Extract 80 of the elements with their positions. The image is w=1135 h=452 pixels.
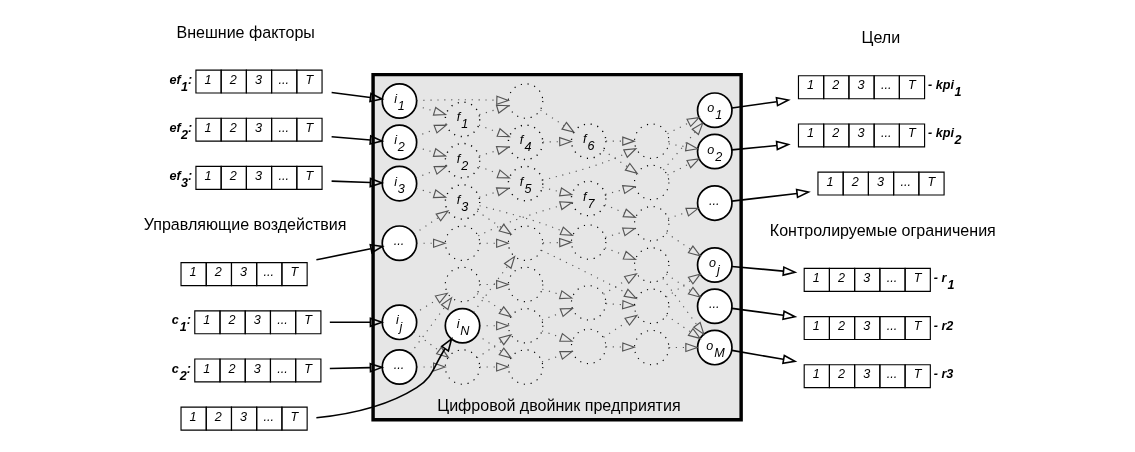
- arrow: [328, 362, 384, 373]
- arrow: [476, 293, 512, 318]
- node-circle: ...: [696, 185, 733, 222]
- node-circle: ...: [380, 225, 417, 262]
- arrow: [541, 136, 573, 147]
- arrow: [412, 331, 450, 359]
- arrow: [603, 204, 637, 219]
- arrow: [665, 232, 702, 257]
- arrow: [730, 349, 797, 365]
- arrow: [478, 362, 510, 372]
- arrow: [478, 145, 510, 157]
- arrow: [661, 278, 705, 336]
- node-circle: [570, 285, 606, 321]
- node-circle: [507, 349, 543, 385]
- arrow: [540, 350, 574, 363]
- node-circle: [444, 349, 480, 385]
- node-circle: [633, 123, 669, 159]
- node-label: - r3: [933, 367, 953, 382]
- arrow: [730, 265, 797, 277]
- arrow: [539, 109, 575, 134]
- arrow: [478, 104, 510, 116]
- arrow: [477, 165, 511, 179]
- node-circle: [633, 164, 669, 201]
- node-circle: [633, 288, 669, 325]
- node-circle: ...: [380, 348, 417, 386]
- node-circle: [633, 329, 669, 366]
- arrow: [604, 247, 637, 260]
- arrow: [667, 207, 700, 220]
- arrow: [540, 307, 574, 321]
- arrow: [414, 165, 448, 179]
- arrow: [604, 227, 636, 238]
- arrow: [415, 146, 447, 157]
- arrow: [413, 292, 449, 315]
- arrow: [472, 255, 516, 313]
- arrow: [330, 91, 384, 103]
- node-circle: [444, 266, 480, 303]
- arrow: [730, 96, 791, 109]
- node-circle: [507, 266, 543, 303]
- arrow: [541, 288, 573, 300]
- arrow: [662, 121, 704, 171]
- arrow: [415, 105, 447, 116]
- node-circle: ...: [696, 288, 733, 325]
- node-circle: [633, 205, 669, 242]
- label: Управляющие воздействия: [143, 215, 346, 234]
- arrow: [541, 186, 573, 197]
- arrow: [604, 185, 636, 195]
- arrow: [409, 296, 453, 354]
- node-label: - r2: [933, 319, 953, 334]
- label: Внешние факторы: [175, 22, 315, 41]
- node-circle: [507, 307, 543, 344]
- node-circle: [507, 225, 543, 261]
- arrow: [415, 187, 447, 199]
- arrow: [666, 158, 701, 176]
- arrow: [730, 140, 791, 151]
- arrow: [315, 243, 385, 261]
- arrow: [540, 249, 638, 300]
- arrow: [477, 124, 511, 138]
- node-circle: [507, 83, 543, 119]
- arrow: [415, 362, 447, 372]
- arrow: [415, 95, 510, 105]
- arrow: [602, 149, 639, 175]
- arrow: [541, 147, 637, 181]
- arrow: [730, 307, 797, 321]
- arrow: [666, 116, 701, 135]
- arrow: [478, 187, 510, 198]
- node-circle: [570, 328, 606, 365]
- label: Контролируемые ограничения: [769, 220, 996, 239]
- node-circle: [633, 247, 669, 283]
- arrow: [330, 134, 384, 146]
- arrow: [315, 337, 453, 419]
- arrow: [330, 177, 384, 188]
- arrow: [476, 210, 512, 236]
- arrow: [665, 314, 702, 340]
- arrow: [540, 330, 574, 342]
- node-circle: [444, 225, 480, 261]
- label: Цели: [861, 28, 900, 47]
- node-circle: [570, 224, 606, 260]
- arrow: [328, 317, 384, 328]
- arrow: [414, 124, 448, 138]
- arrow: [413, 210, 449, 235]
